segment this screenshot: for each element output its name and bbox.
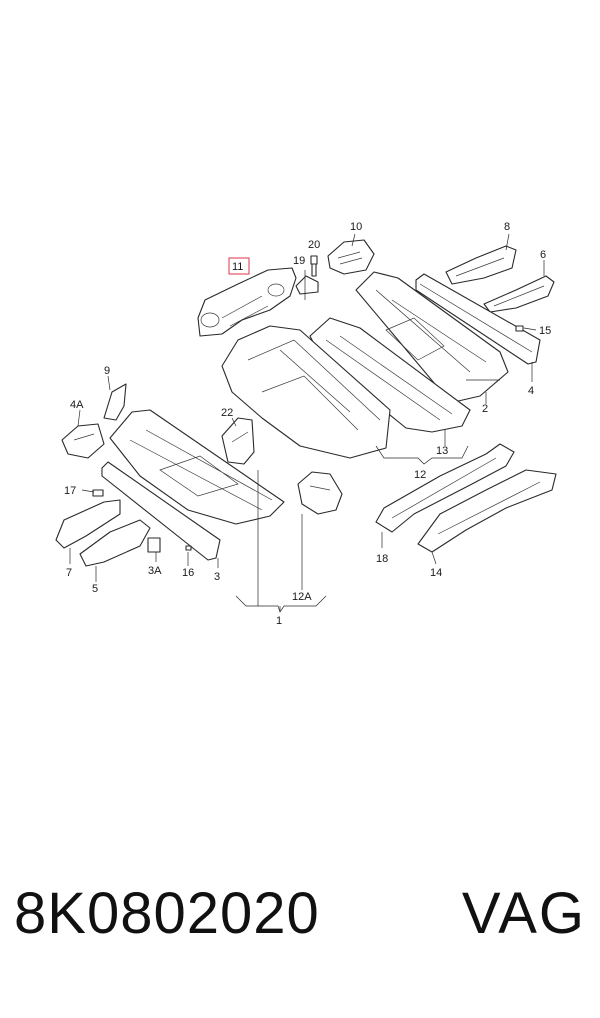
callout-2: 2 [482, 403, 488, 415]
parts-exploded-diagram: 11 20 19 10 8 6 15 4 2 13 12 9 4A 22 17 … [55, 221, 557, 627]
callout-4: 4 [528, 385, 534, 397]
part-9-bracket [103, 383, 127, 421]
part-20-bolt [310, 255, 318, 277]
callout-8: 8 [504, 221, 510, 233]
callout-11-highlight [228, 257, 250, 275]
callout-15: 15 [539, 325, 551, 337]
part-16-clip [185, 545, 192, 551]
part-12a-bracket [297, 471, 343, 515]
callout-labels: 11 20 19 10 8 6 15 4 2 13 12 9 4A 22 17 … [64, 221, 551, 627]
callout-10: 10 [350, 221, 362, 233]
callout-22: 22 [221, 407, 233, 419]
callout-17: 17 [64, 485, 76, 497]
part-4a-bracket [61, 423, 105, 459]
callout-3a: 3A [148, 565, 162, 577]
part-3-floor-pan [109, 409, 285, 525]
part-5-bracket [79, 519, 151, 567]
part-3-rail [101, 461, 221, 561]
callout-19: 19 [293, 255, 305, 267]
leader-lines [69, 233, 545, 613]
part-8-member [445, 245, 517, 285]
part-7-bracket [55, 499, 121, 549]
part-18-member [375, 443, 515, 533]
brand-name: VAG [461, 881, 586, 946]
callout-11: 11 [232, 261, 243, 273]
footer: 8K0802020 VAG [0, 880, 600, 990]
callout-20: 20 [308, 239, 320, 251]
part-14-member [417, 469, 557, 553]
callout-14: 14 [430, 567, 442, 579]
callout-3: 3 [214, 571, 220, 583]
part-4-sill [415, 273, 541, 365]
callout-5: 5 [92, 583, 98, 595]
part-number: 8K0802020 [14, 881, 320, 946]
callout-4a: 4A [70, 399, 84, 411]
part-1-front-floor [221, 325, 391, 459]
part-22-bracket [221, 417, 255, 465]
callout-9: 9 [104, 365, 110, 377]
callout-7: 7 [66, 567, 72, 579]
part-19-bracket [295, 275, 319, 295]
part-6-member [483, 275, 555, 313]
part-15-clip [515, 325, 524, 332]
callout-12: 12 [414, 469, 426, 481]
callout-1: 1 [276, 615, 282, 627]
part-10-mount [327, 239, 375, 275]
part-17-clip [92, 489, 104, 497]
callout-6: 6 [540, 249, 546, 261]
callout-13: 13 [436, 445, 448, 457]
callout-18: 18 [376, 553, 388, 565]
part-11-floor-reinforcement [197, 267, 297, 337]
callout-16: 16 [182, 567, 194, 579]
callout-12a: 12A [292, 591, 312, 603]
part-3a-block [147, 537, 161, 553]
